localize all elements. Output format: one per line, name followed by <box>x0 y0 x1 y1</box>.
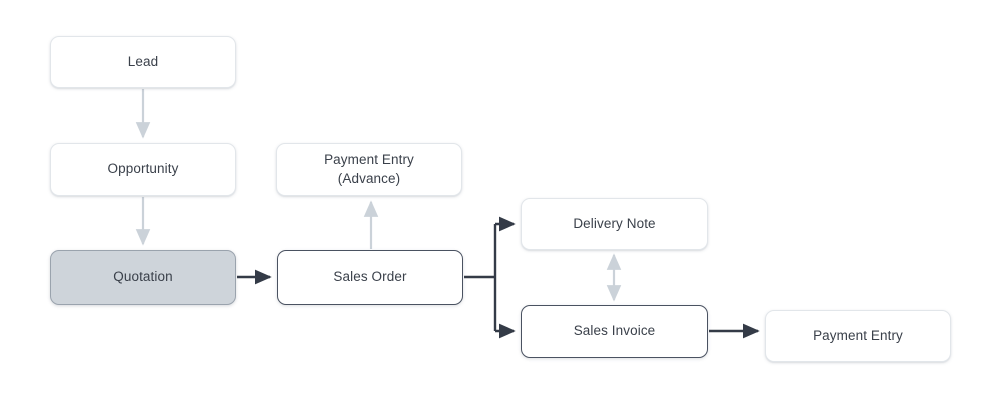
node-delivery-note-label: Delivery Note <box>573 215 656 231</box>
node-payment-entry-label: Payment Entry <box>813 327 903 343</box>
node-lead[interactable]: Lead <box>50 36 236 88</box>
node-payment-entry-advance[interactable]: Payment Entry (Advance) <box>276 143 462 196</box>
node-delivery-note[interactable]: Delivery Note <box>521 198 708 250</box>
node-sales-order-label: Sales Order <box>333 269 407 285</box>
node-opportunity-label: Opportunity <box>107 161 179 177</box>
node-lead-label: Lead <box>127 53 159 69</box>
node-sales-invoice-label: Sales Invoice <box>573 323 656 339</box>
node-quotation[interactable]: Quotation <box>50 250 236 305</box>
node-quotation-label: Quotation <box>113 269 173 285</box>
node-opportunity[interactable]: Opportunity <box>50 143 236 196</box>
node-payment-entry[interactable]: Payment Entry <box>765 310 951 362</box>
node-sales-invoice[interactable]: Sales Invoice <box>521 305 708 358</box>
edge-sales-order-branch <box>464 216 516 339</box>
node-sales-order[interactable]: Sales Order <box>277 250 463 305</box>
node-payment-entry-advance-label: Payment Entry (Advance) <box>324 152 414 186</box>
